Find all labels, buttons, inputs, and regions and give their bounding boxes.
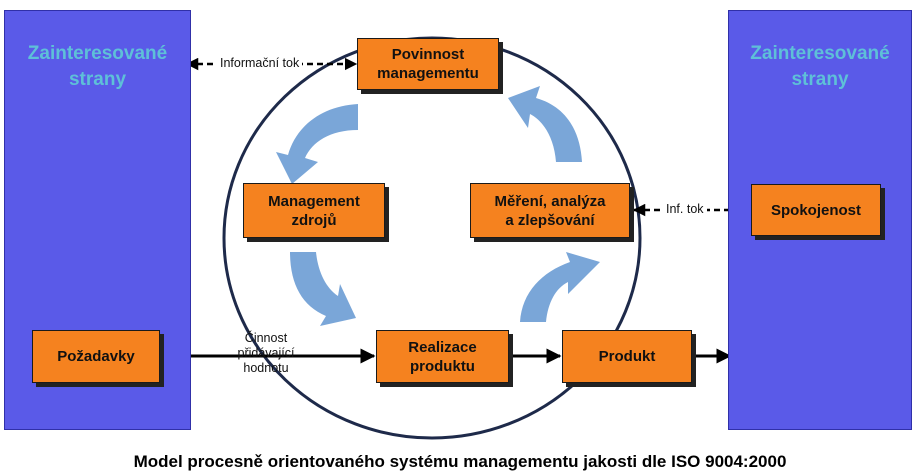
cycle-arrow-bottom-left (290, 252, 356, 326)
measurement-analysis-improvement-box: Měření, analýza a zlepšování (470, 183, 630, 238)
diagram-caption: Model procesně orientovaného systému man… (133, 452, 787, 471)
cycle-arrow-bottom-right (520, 252, 600, 322)
resource-management-box: Management zdrojů (243, 183, 385, 238)
cycle-arrows (276, 86, 600, 326)
requirements-box: Požadavky (32, 330, 160, 383)
stakeholders-right-title: Zainteresované strany (750, 43, 890, 90)
cycle-arrow-top-right (508, 86, 582, 162)
cycle-arrow-top-left (276, 104, 358, 184)
management-responsibility-box: Povinnost managementu (357, 38, 499, 90)
product-box: Produkt (562, 330, 692, 383)
satisfaction-box: Spokojenost (751, 184, 881, 236)
value-adding-activity-label: Činnost přidávající hodnotu (237, 331, 295, 375)
inf-flow-label: Inf. tok (663, 202, 707, 217)
information-flow-label: Informační tok (217, 56, 303, 71)
stakeholders-left-title: Zainteresované strany (27, 43, 168, 90)
product-realization-box: Realizace produktu (376, 330, 509, 383)
